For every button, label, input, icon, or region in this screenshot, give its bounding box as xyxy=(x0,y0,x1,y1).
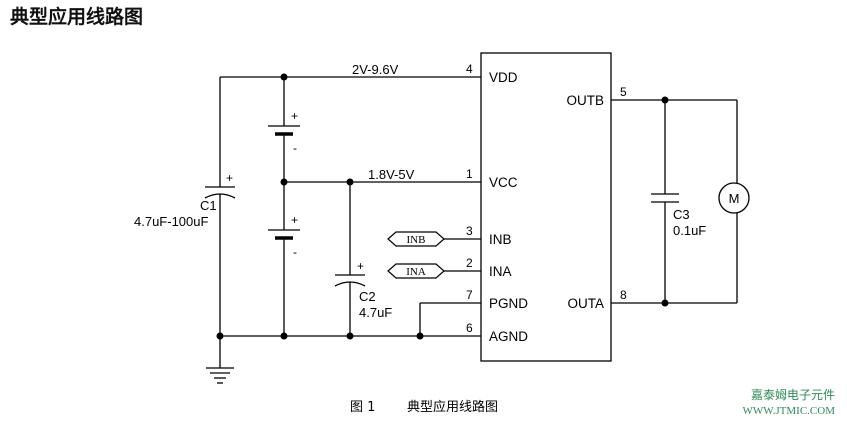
vdd-range-label: 2V-9.6V xyxy=(352,62,399,77)
figure-caption-number: 图 1 xyxy=(350,400,375,415)
figure-caption-text: 典型应用线路图 xyxy=(407,399,498,415)
battery-top-minus: - xyxy=(293,141,297,155)
vcc-range-label: 1.8V-5V xyxy=(368,167,415,182)
c2-plus: + xyxy=(357,259,364,273)
junction-dot xyxy=(280,178,288,186)
battery-bottom-minus: - xyxy=(293,245,297,259)
pin-vdd-number: 4 xyxy=(466,62,473,76)
c1-value: 4.7uF-100uF xyxy=(134,214,208,229)
pin-vdd-name: VDD xyxy=(489,70,518,85)
battery-top-plus: + xyxy=(291,109,298,123)
ina-input-tag xyxy=(387,263,445,279)
pin-inb-number: 3 xyxy=(466,224,473,238)
pin-ina-number: 2 xyxy=(466,256,473,270)
chip-body xyxy=(480,52,612,362)
inb-input-label: INB xyxy=(407,234,426,246)
c3-value: 0.1uF xyxy=(673,223,706,238)
junction-dot xyxy=(346,178,354,186)
junction-dot xyxy=(661,96,669,104)
c2-value: 4.7uF xyxy=(359,305,392,320)
motor-label: M xyxy=(729,191,740,206)
junction-dot xyxy=(216,332,224,340)
pin-pgnd-number: 7 xyxy=(466,288,473,302)
pin-ina-name: INA xyxy=(489,264,512,279)
pin-vcc-number: 1 xyxy=(466,167,473,181)
pin-agnd-number: 6 xyxy=(466,321,473,335)
junction-dot xyxy=(280,332,288,340)
watermark-company: 嘉泰姆电子元件 xyxy=(751,388,835,402)
pin-inb-name: INB xyxy=(489,232,512,247)
c1-name: C1 xyxy=(200,198,217,213)
c2-name: C2 xyxy=(359,289,376,304)
pin-pgnd-name: PGND xyxy=(489,296,528,311)
pin-outb-name: OUTB xyxy=(566,93,604,108)
motor-symbol xyxy=(718,182,750,214)
watermark-url: WWW.JTMIC.COM xyxy=(743,405,836,417)
junction-dot xyxy=(346,332,354,340)
junction-dot xyxy=(416,332,424,340)
c1-plus: + xyxy=(226,171,233,185)
c3-name: C3 xyxy=(673,207,690,222)
pin-outb-number: 5 xyxy=(620,85,627,99)
junction-dot xyxy=(280,73,288,81)
battery-bottom-plus: + xyxy=(291,213,298,227)
pin-outa-number: 8 xyxy=(620,288,627,302)
inb-input-tag xyxy=(387,231,445,247)
pin-agnd-name: AGND xyxy=(489,329,528,344)
pin-outa-name: OUTA xyxy=(568,296,605,311)
pin-vcc-name: VCC xyxy=(489,175,518,190)
page-title: 典型应用线路图 xyxy=(10,6,144,28)
ina-input-label: INA xyxy=(406,266,426,278)
junction-dot xyxy=(661,299,669,307)
